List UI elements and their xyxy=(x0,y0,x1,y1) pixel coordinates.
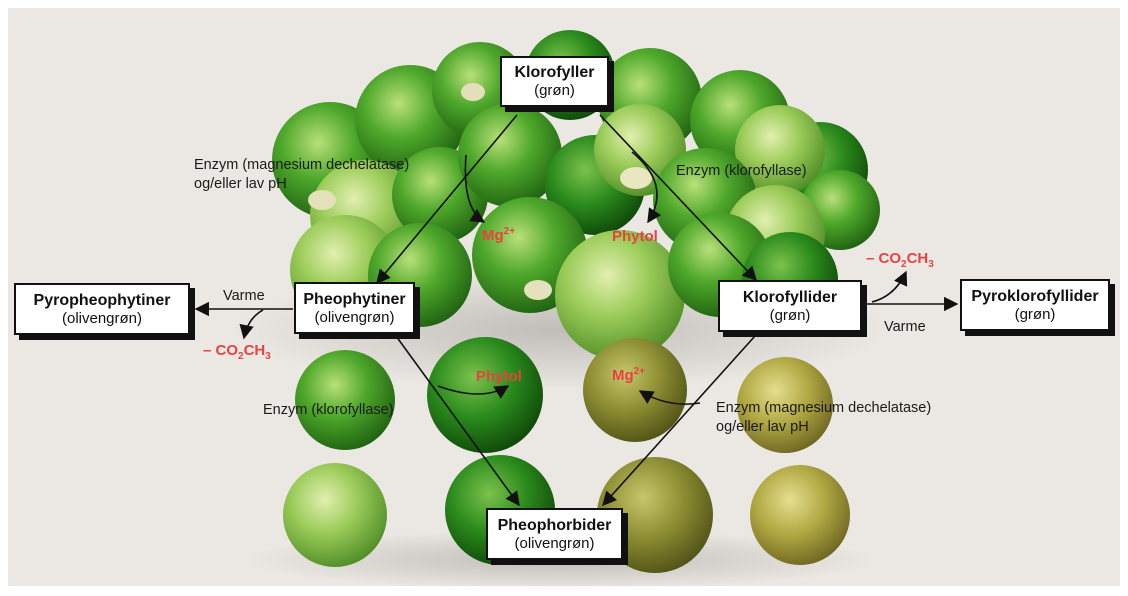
node-klorofyllider: Klorofyllider (grøn) xyxy=(718,280,862,332)
byproduct-mg-bottom: Mg2+ xyxy=(612,366,645,384)
arrow-klorofyller-to-pheophytiner xyxy=(377,115,517,283)
label-enzyme-mg-top-line2: og/eller lav pH xyxy=(194,175,287,193)
mg-top-base: Mg xyxy=(482,227,504,244)
node-pyropheophytiner: Pyropheophytiner (olivengrøn) xyxy=(14,283,190,335)
arrow-co2ch3-left xyxy=(244,310,263,338)
node-pyroklorofyllider-name: Pyroklorofyllider xyxy=(962,287,1108,306)
byproduct-co2ch3-right: – CO2CH3 xyxy=(866,250,934,270)
node-pheophorbider-color: (olivengrøn) xyxy=(488,535,621,553)
node-klorofyllider-name: Klorofyllider xyxy=(720,288,860,307)
node-klorofyller-name: Klorofyller xyxy=(502,63,607,82)
byproduct-mg-top: Mg2+ xyxy=(482,226,515,244)
byproduct-co2ch3-left: – CO2CH3 xyxy=(203,342,271,362)
node-klorofyllider-color: (grøn) xyxy=(720,307,860,325)
node-klorofyller: Klorofyller (grøn) xyxy=(500,56,609,107)
node-klorofyller-color: (grøn) xyxy=(502,82,607,100)
mg-bottom-charge: 2+ xyxy=(634,366,645,377)
mg-bottom-base: Mg xyxy=(612,367,634,384)
co2ch3-right-sub2: 3 xyxy=(928,259,934,270)
node-pheophytiner-name: Pheophytiner xyxy=(296,290,413,309)
co2ch3-left-sub2: 3 xyxy=(265,351,271,362)
node-pheophytiner-color: (olivengrøn) xyxy=(296,309,413,327)
node-pyropheophytiner-name: Pyropheophytiner xyxy=(16,291,188,310)
mg-top-charge: 2+ xyxy=(504,226,515,237)
node-pheophorbider: Pheophorbider (olivengrøn) xyxy=(486,508,623,560)
arrow-klorofyller-to-klorofyllider xyxy=(600,115,756,280)
label-enzyme-klorofyllase-top: Enzym (klorofyllase) xyxy=(676,162,807,180)
node-pheophytiner: Pheophytiner (olivengrøn) xyxy=(294,282,415,334)
co2ch3-right-prefix: – CO xyxy=(866,250,901,267)
co2ch3-left-suffix: CH xyxy=(244,342,266,359)
node-pyroklorofyllider: Pyroklorofyllider (grøn) xyxy=(960,279,1110,331)
label-enzyme-mg-top-line1: Enzym (magnesium dechelatase) xyxy=(194,156,409,174)
label-enzyme-mg-bottom-line2: og/eller lav pH xyxy=(716,418,809,436)
co2ch3-left-prefix: – CO xyxy=(203,342,238,359)
node-pyroklorofyllider-color: (grøn) xyxy=(962,306,1108,324)
label-varme-left: Varme xyxy=(223,287,265,305)
arrow-phytol-bottom xyxy=(438,386,508,394)
label-enzyme-klorofyllase-bottom: Enzym (klorofyllase) xyxy=(263,401,394,419)
label-enzyme-mg-bottom-line1: Enzym (magnesium dechelatase) xyxy=(716,399,931,417)
node-pyropheophytiner-color: (olivengrøn) xyxy=(16,310,188,328)
arrow-co2ch3-right xyxy=(872,272,906,302)
node-pheophorbider-name: Pheophorbider xyxy=(488,516,621,535)
co2ch3-right-suffix: CH xyxy=(907,250,929,267)
byproduct-phytol-bottom: Phytol xyxy=(476,368,522,385)
arrow-mg-bottom xyxy=(640,391,700,404)
byproduct-phytol-top: Phytol xyxy=(612,228,658,245)
arrow-pheophytiner-to-pheophorbider xyxy=(396,336,519,505)
label-varme-right: Varme xyxy=(884,318,926,336)
